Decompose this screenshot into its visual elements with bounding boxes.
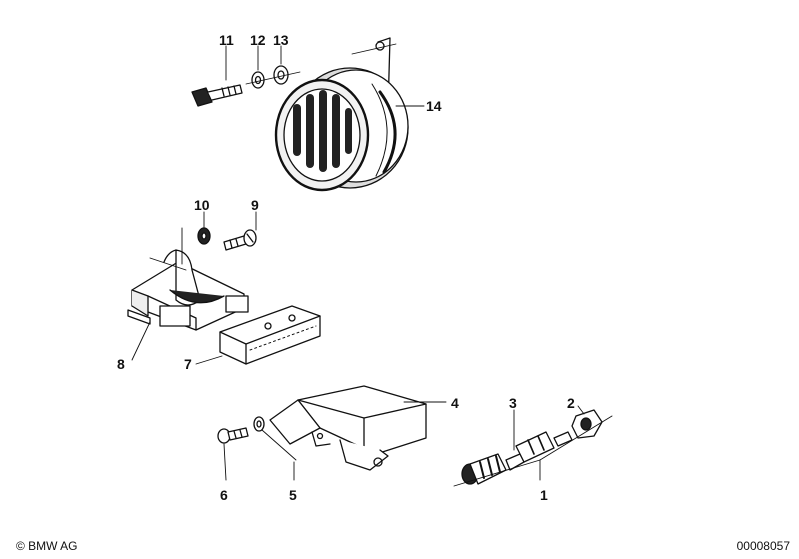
label-13: 13 [273, 32, 289, 48]
label-10: 10 [194, 197, 210, 213]
label-3: 3 [509, 395, 517, 411]
label-12: 12 [250, 32, 266, 48]
label-2: 2 [567, 395, 575, 411]
document-number: 00008057 [736, 539, 790, 553]
label-8: 8 [117, 356, 125, 372]
clamp-assembly [127, 211, 321, 365]
label-4: 4 [451, 395, 459, 411]
label-11: 11 [219, 32, 234, 48]
mount-bracket-assembly [217, 385, 447, 481]
connector-assembly [453, 405, 613, 487]
horn-assembly [191, 37, 425, 192]
label-6: 6 [220, 487, 228, 503]
label-5: 5 [289, 487, 297, 503]
label-9: 9 [251, 197, 259, 213]
copyright-notice: © BMW AG [16, 539, 78, 553]
part-labels: 11 12 13 14 10 9 8 7 4 3 2 6 5 1 [117, 32, 575, 503]
label-7: 7 [184, 356, 192, 372]
label-14: 14 [426, 98, 442, 114]
label-1: 1 [540, 487, 548, 503]
